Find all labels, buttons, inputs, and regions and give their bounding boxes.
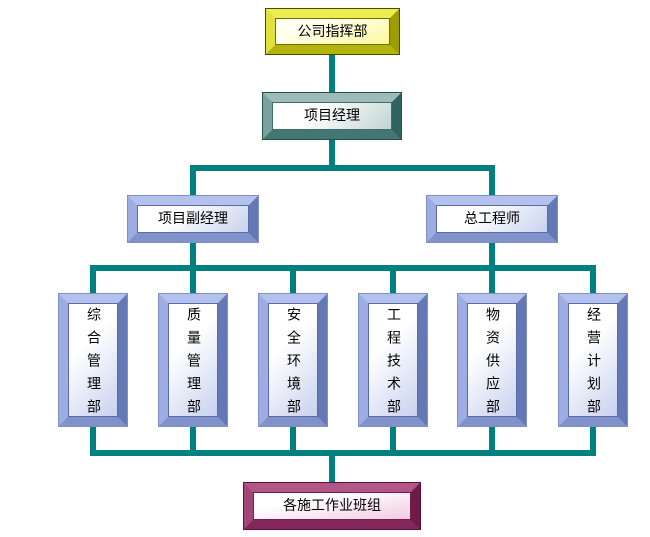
connector-bus-departments-bottom [90, 450, 596, 456]
node-company-hq-frame: 公司指挥部 [266, 9, 399, 54]
node-dept-business-planning-frame: 经营计划部 [559, 294, 627, 426]
node-chief-engineer: 总工程师 [426, 195, 558, 243]
node-dept-general-management-panel: 综合管理部 [68, 303, 118, 422]
node-dept-quality-management: 质量管理部 [158, 293, 228, 427]
node-project-manager: 项目经理 [262, 92, 402, 140]
connector-deputy-down [190, 243, 196, 271]
node-chief-engineer-label: 总工程师 [464, 211, 520, 227]
node-dept-quality-management-label: 质量管理部 [185, 307, 201, 422]
node-chief-engineer-frame: 总工程师 [427, 196, 557, 242]
node-work-teams-frame: 各施工作业班组 [244, 483, 420, 529]
connector-hq-pm [329, 55, 335, 95]
connector-drop-dept-3 [290, 271, 296, 293]
node-dept-business-planning: 经营计划部 [558, 293, 628, 427]
connector-dept-2-down [190, 427, 196, 456]
connector-dept-6-down [590, 427, 596, 456]
node-dept-general-management-frame: 综合管理部 [59, 294, 127, 426]
connector-dept-5-down [489, 427, 495, 456]
connector-bus-chief [489, 171, 495, 195]
connector-drop-dept-2 [190, 271, 196, 293]
node-company-hq-panel: 公司指挥部 [275, 18, 390, 45]
node-chief-engineer-panel: 总工程师 [436, 205, 548, 233]
node-project-manager-panel: 项目经理 [272, 102, 392, 130]
node-deputy-project-manager-label: 项目副经理 [158, 211, 228, 227]
node-dept-engineering-technology-label: 工程技术部 [385, 307, 401, 422]
node-company-hq-label: 公司指挥部 [297, 23, 368, 40]
connector-dept-3-down [290, 427, 296, 456]
node-dept-engineering-technology: 工程技术部 [358, 293, 428, 427]
node-dept-material-supply: 物资供应部 [457, 293, 527, 427]
node-work-teams: 各施工作业班组 [243, 482, 421, 530]
node-dept-engineering-technology-panel: 工程技术部 [368, 303, 418, 422]
node-deputy-project-manager-frame: 项目副经理 [128, 196, 258, 242]
connector-bus-workteams [329, 456, 335, 482]
node-dept-general-management-label: 综合管理部 [85, 307, 101, 422]
connector-drop-dept-1 [90, 271, 96, 293]
node-dept-quality-management-panel: 质量管理部 [168, 303, 218, 422]
connector-drop-dept-4 [390, 271, 396, 293]
node-company-hq: 公司指挥部 [265, 8, 400, 55]
node-dept-safety-environment-panel: 安全环境部 [268, 303, 318, 422]
node-dept-safety-environment-label: 安全环境部 [285, 307, 301, 422]
node-dept-material-supply-panel: 物资供应部 [467, 303, 517, 422]
node-dept-material-supply-label: 物资供应部 [484, 307, 500, 422]
node-work-teams-panel: 各施工作业班组 [253, 492, 411, 520]
connector-bus-deputy [190, 171, 196, 195]
connector-drop-dept-5 [489, 271, 495, 293]
node-dept-general-management: 综合管理部 [58, 293, 128, 427]
connector-chief-down [489, 243, 495, 271]
node-dept-quality-management-frame: 质量管理部 [159, 294, 227, 426]
node-work-teams-label: 各施工作业班组 [283, 498, 381, 514]
node-dept-safety-environment-frame: 安全环境部 [259, 294, 327, 426]
connector-bus-departments-top [90, 265, 596, 271]
node-dept-material-supply-frame: 物资供应部 [458, 294, 526, 426]
connector-bus-level3 [190, 165, 495, 171]
node-dept-safety-environment: 安全环境部 [258, 293, 328, 427]
node-dept-business-planning-label: 经营计划部 [585, 307, 601, 422]
node-deputy-project-manager-panel: 项目副经理 [137, 205, 249, 233]
node-project-manager-frame: 项目经理 [263, 93, 401, 139]
connector-dept-1-down [90, 427, 96, 456]
connector-drop-dept-6 [590, 271, 596, 293]
node-project-manager-label: 项目经理 [304, 108, 360, 124]
node-dept-engineering-technology-frame: 工程技术部 [359, 294, 427, 426]
connector-dept-4-down [390, 427, 396, 456]
node-dept-business-planning-panel: 经营计划部 [568, 303, 618, 422]
connector-pm-down [329, 140, 335, 171]
node-deputy-project-manager: 项目副经理 [127, 195, 259, 243]
